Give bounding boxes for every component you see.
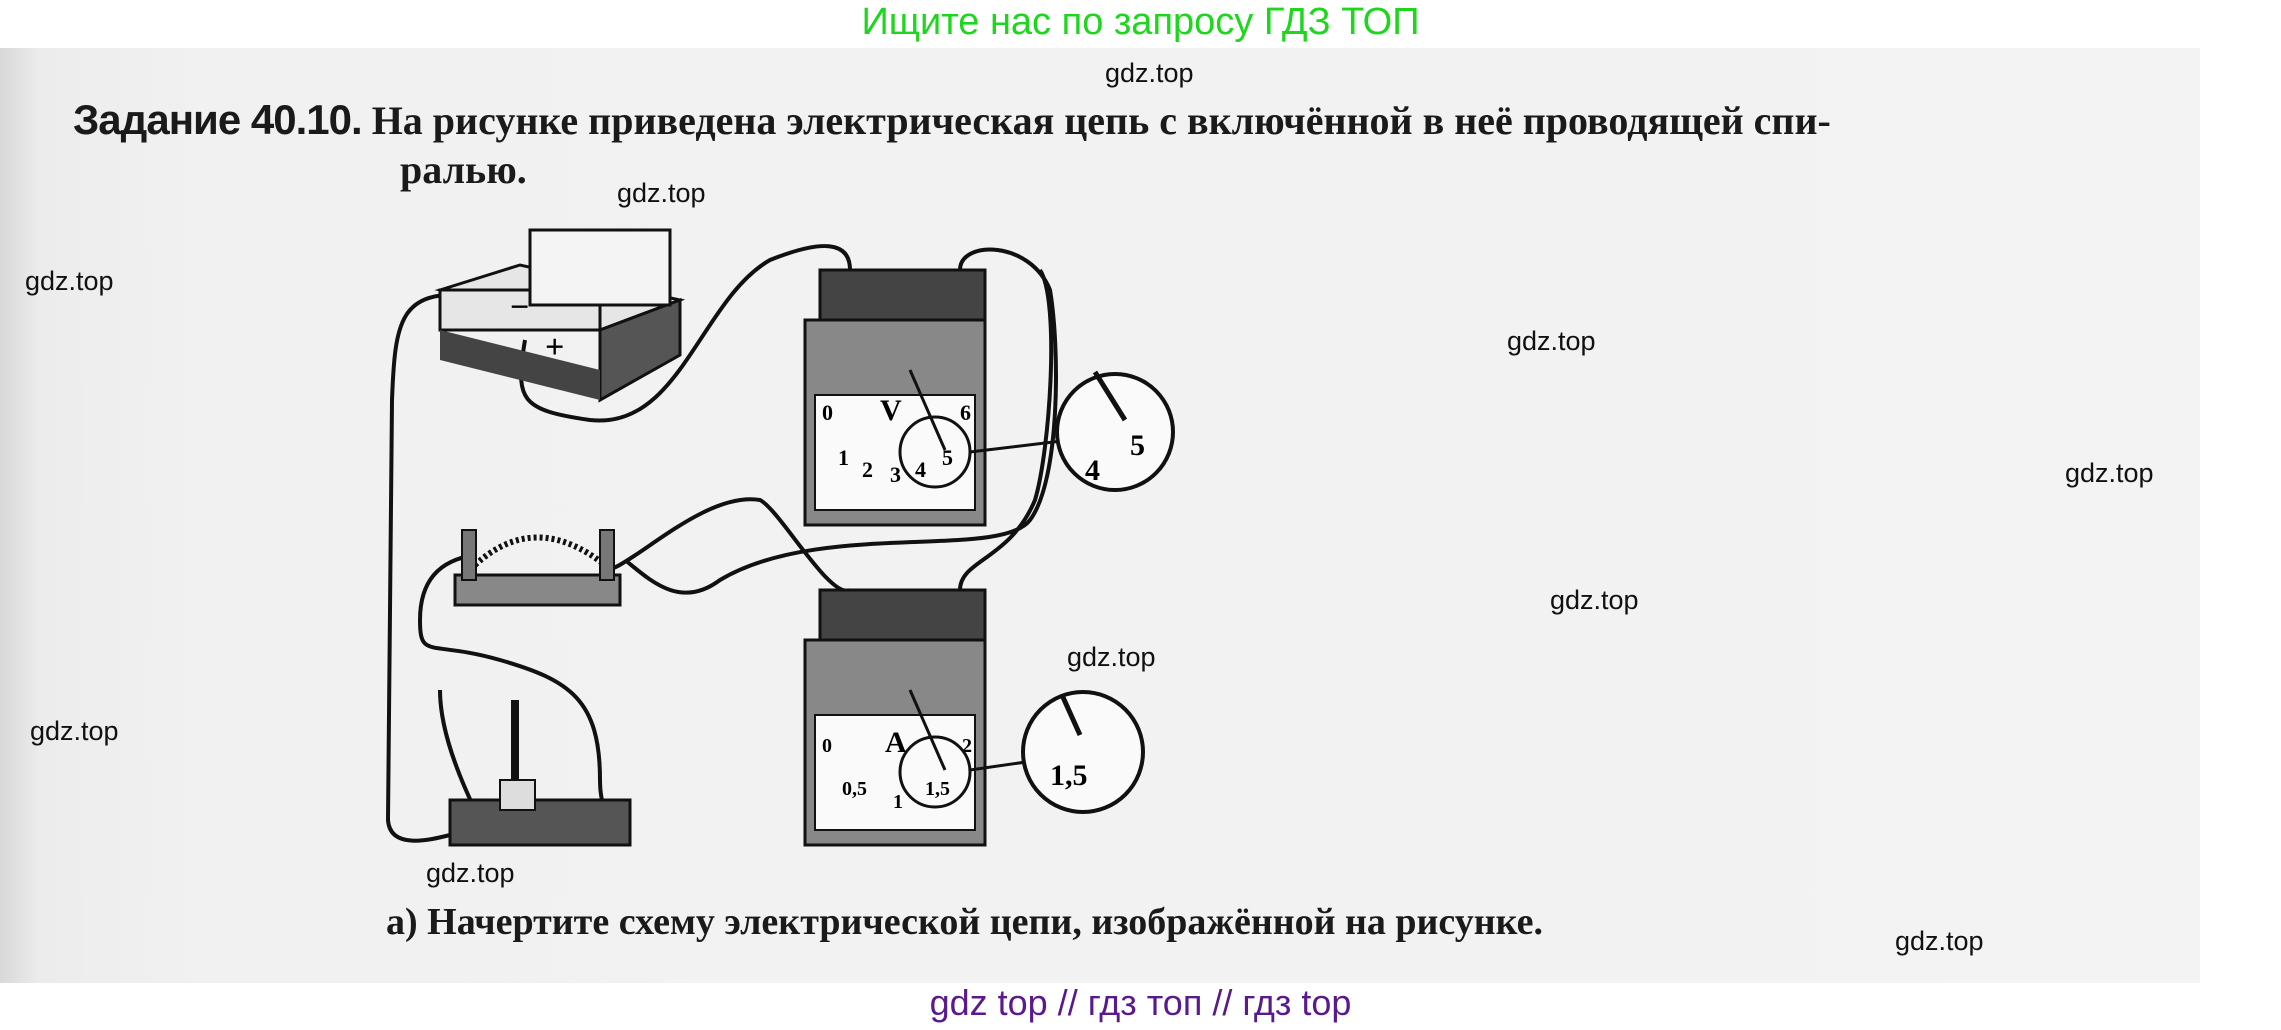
watermark: gdz.top <box>1067 642 1156 672</box>
scale-label: 4 <box>915 457 926 482</box>
conducting-spiral <box>453 529 622 607</box>
scale-label: 6 <box>960 400 971 425</box>
scale-label: 3 <box>890 462 901 487</box>
scale-label: 1 <box>893 791 903 813</box>
scale-label: 0 <box>822 735 832 757</box>
voltmeter: 0 1 2 3 4 5 6 V 4 5 <box>803 268 1175 527</box>
voltmeter-symbol: V <box>880 394 902 427</box>
watermark: gdz.top <box>30 716 119 746</box>
power-source: − + <box>434 228 686 403</box>
scale-label: 5 <box>942 445 953 470</box>
task-text-continued: ралью. <box>400 147 527 192</box>
watermark: gdz.top <box>1895 926 1984 956</box>
scale-label: 1 <box>838 445 849 470</box>
watermark: gdz.top <box>1105 58 1194 88</box>
watermark: gdz.top <box>2065 458 2154 488</box>
watermark: gdz.top <box>617 178 706 208</box>
task-number: Задание 40.10. <box>73 96 363 143</box>
watermark: gdz.top <box>25 266 114 296</box>
ammeter: 0 0,5 1 1,5 2 A 1,5 <box>803 588 1145 847</box>
ammeter-symbol: A <box>885 726 907 759</box>
zoom-label: 5 <box>1130 429 1145 462</box>
scanned-page <box>0 48 2200 983</box>
task-heading: Задание 40.10. На рисунке приведена элек… <box>73 96 1831 144</box>
minus-terminal-label: − <box>510 289 529 326</box>
plus-terminal-label: + <box>545 329 564 366</box>
question-a: а) Начертите схему электрической цепи, и… <box>386 901 1543 943</box>
scale-label: 0,5 <box>842 778 867 800</box>
scale-label: 1,5 <box>925 778 950 800</box>
search-banner: Ищите нас по запросу ГДЗ ТОП <box>861 1 1420 43</box>
zoom-label: 4 <box>1085 454 1100 487</box>
watermark: gdz.top <box>426 858 515 888</box>
zoom-label: 1,5 <box>1050 759 1088 792</box>
switch <box>448 700 632 847</box>
task-text: На рисунке приведена электрическая цепь … <box>371 98 1831 143</box>
scale-label: 0 <box>822 400 833 425</box>
watermark: gdz.top <box>1550 585 1639 615</box>
scale-label: 2 <box>962 735 972 757</box>
footer-links: gdz top // гдз топ // гдз top <box>929 982 1352 1023</box>
watermark: gdz.top <box>1507 326 1596 356</box>
scale-label: 2 <box>862 457 873 482</box>
